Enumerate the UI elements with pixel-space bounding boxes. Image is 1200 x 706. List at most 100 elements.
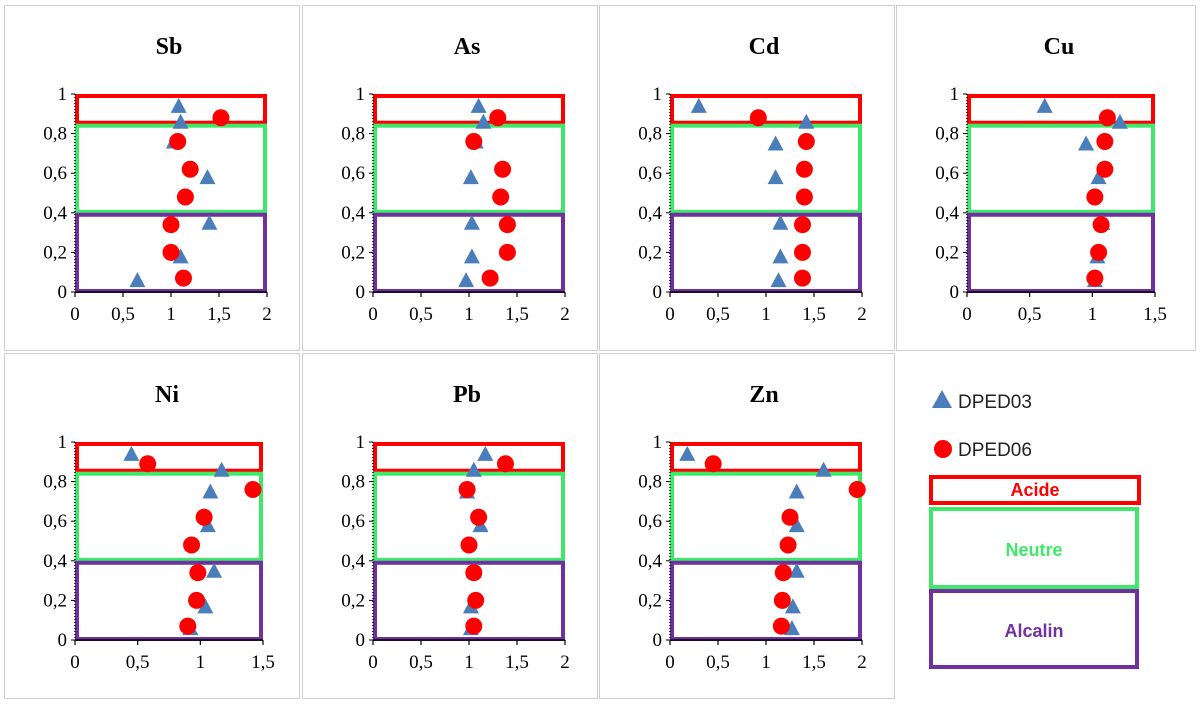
- point-dped06: [489, 109, 507, 127]
- x-tick-label: 1: [166, 304, 176, 325]
- x-tick-label: 1: [464, 652, 474, 673]
- point-dped06: [498, 216, 516, 234]
- x-tick-label: 2: [262, 304, 272, 325]
- x-tick-label: 2: [560, 652, 570, 673]
- y-tick-label: 0: [356, 282, 366, 303]
- point-dped03: [470, 97, 487, 113]
- x-tick-label: 0,5: [409, 304, 433, 325]
- x-tick-label: 0: [962, 304, 972, 325]
- point-dped03: [767, 135, 784, 151]
- x-tick-label: 0,5: [1018, 304, 1042, 325]
- point-dped06: [195, 508, 213, 526]
- zone-acide: [670, 93, 862, 125]
- point-dped03: [772, 248, 789, 264]
- point-dped03: [788, 483, 805, 499]
- x-tick-label: 2: [560, 304, 570, 325]
- x-tick-label: 1,5: [505, 304, 529, 325]
- zone-neutre: [373, 123, 565, 214]
- x-tick-label: 1: [196, 652, 206, 673]
- point-dped06: [781, 508, 799, 526]
- point-dped06: [188, 591, 206, 609]
- point-dped03: [679, 445, 696, 461]
- y-tick-label: 0: [950, 282, 960, 303]
- y-tick-label: 1: [653, 432, 663, 453]
- point-dped06: [465, 617, 483, 635]
- zone-alcalin: [373, 560, 565, 642]
- x-tick-label: 0: [368, 652, 378, 673]
- point-dped06: [244, 481, 262, 499]
- point-dped06: [1092, 216, 1110, 234]
- chart-title: Sb: [156, 34, 183, 60]
- x-tick-label: 1,5: [802, 304, 826, 325]
- point-dped06: [1086, 188, 1104, 206]
- y-tick-label: 1: [58, 84, 68, 105]
- y-tick-label: 1: [356, 84, 366, 105]
- point-dped06: [189, 564, 207, 582]
- y-tick-label: 0,2: [341, 590, 365, 611]
- zone-alcalin: [967, 212, 1155, 294]
- y-tick-label: 0: [58, 630, 68, 651]
- point-dped03: [465, 461, 482, 477]
- chart-title: As: [454, 34, 481, 60]
- legend-zone-neutre: [929, 507, 1139, 589]
- point-dped03: [458, 272, 475, 288]
- point-dped06: [1096, 133, 1114, 151]
- point-dped06: [793, 243, 811, 261]
- point-dped06: [139, 455, 157, 473]
- point-dped06: [1098, 109, 1116, 127]
- y-tick-label: 0,8: [43, 472, 67, 493]
- y-tick-label: 0,4: [43, 203, 67, 224]
- legend-circle-marker: [934, 440, 952, 458]
- point-dped06: [176, 188, 194, 206]
- y-tick-label: 0,2: [43, 242, 67, 263]
- y-tick-label: 0,2: [638, 242, 662, 263]
- point-dped03: [172, 248, 189, 264]
- legend-zone-neutre-label: Neutre: [1005, 540, 1062, 560]
- point-dped03: [463, 248, 480, 264]
- x-tick-label: 0: [368, 304, 378, 325]
- point-dped06: [704, 455, 722, 473]
- x-tick-label: 1: [761, 304, 771, 325]
- point-dped03: [463, 214, 480, 230]
- point-dped06: [793, 216, 811, 234]
- point-dped03: [690, 97, 707, 113]
- legend-svg: DPED03 DPED06 Acide Neutre Alcalin: [929, 390, 1141, 669]
- x-tick-label: 1,5: [251, 652, 275, 673]
- point-dped03: [199, 169, 216, 185]
- x-tick-label: 0,5: [409, 652, 433, 673]
- y-tick-label: 0,2: [638, 590, 662, 611]
- point-dped06: [467, 591, 485, 609]
- point-dped06: [465, 133, 483, 151]
- y-tick-label: 0,4: [638, 551, 662, 572]
- point-dped06: [774, 564, 792, 582]
- legend-zone-alcalin-label: Alcalin: [1004, 621, 1063, 641]
- point-dped06: [797, 133, 815, 151]
- zone-acide: [75, 441, 263, 473]
- y-tick-label: 0,8: [935, 124, 959, 145]
- point-dped03: [201, 214, 218, 230]
- point-dped06: [169, 133, 187, 151]
- point-dped06: [494, 160, 512, 178]
- zone-acide: [373, 93, 565, 125]
- chart-title: Cd: [749, 34, 780, 60]
- point-dped06: [492, 188, 510, 206]
- y-tick-label: 0,6: [935, 163, 959, 184]
- legend-zone-acide-label: Acide: [1010, 480, 1059, 500]
- y-tick-label: 1: [950, 84, 960, 105]
- y-tick-label: 0,4: [935, 203, 959, 224]
- point-dped03: [202, 483, 219, 499]
- legend-zone-alcalin: [929, 589, 1139, 669]
- x-tick-label: 2: [857, 304, 867, 325]
- point-dped03: [1090, 169, 1107, 185]
- zone-acide: [75, 93, 267, 125]
- y-tick-label: 0,8: [638, 472, 662, 493]
